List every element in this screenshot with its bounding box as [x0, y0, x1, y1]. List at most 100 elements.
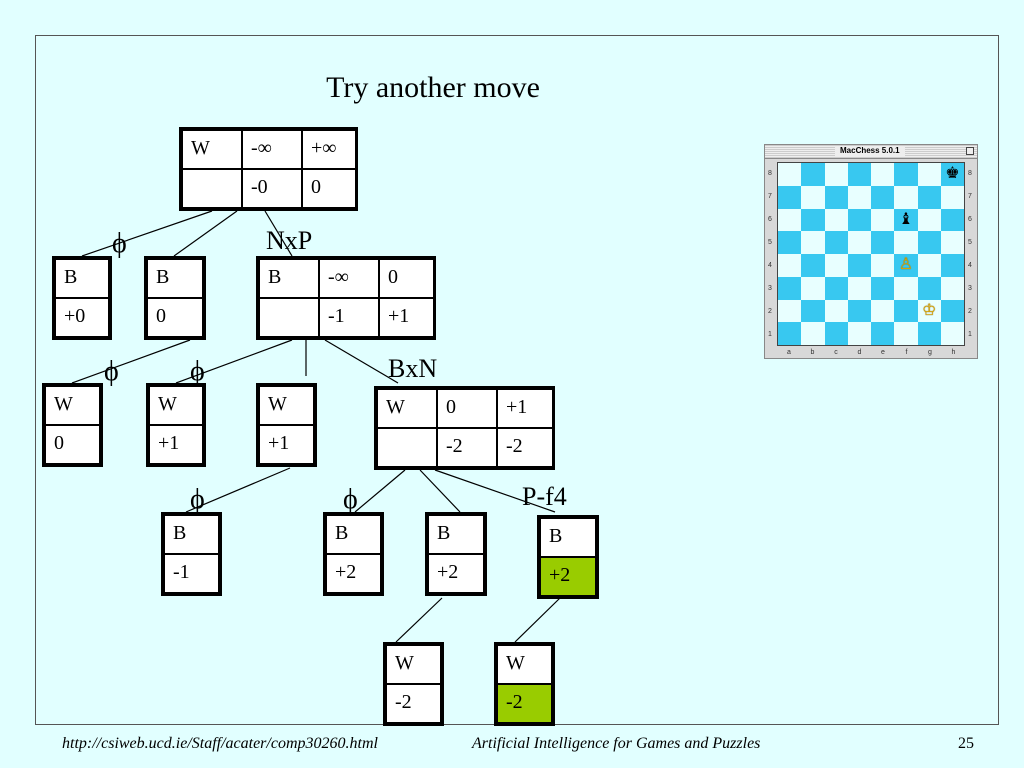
- board-square-f3[interactable]: [894, 276, 918, 300]
- board-square-a5[interactable]: [778, 231, 802, 254]
- board-square-f2[interactable]: [894, 299, 918, 323]
- board-square-e5[interactable]: [871, 231, 895, 254]
- board-square-a2[interactable]: [778, 299, 802, 323]
- board-square-f5[interactable]: [894, 231, 918, 254]
- board-square-h1[interactable]: [940, 322, 964, 345]
- root-alpha: -∞: [242, 130, 302, 169]
- b3-value2: +1: [379, 298, 435, 337]
- board-square-e4[interactable]: [871, 254, 895, 277]
- board-square-e7[interactable]: [871, 185, 895, 209]
- board-square-g5[interactable]: [917, 231, 941, 254]
- edge-root-b1: [81, 210, 213, 257]
- rank-label-7: 7: [768, 193, 772, 200]
- board-square-d3[interactable]: [847, 276, 871, 300]
- w4-alpha: 0: [437, 389, 497, 428]
- macchess-title: MacChess 5.0.1: [835, 146, 905, 156]
- tree-node-b7: B +2: [537, 515, 599, 599]
- edge-label-phi-1: ϕ: [112, 228, 127, 259]
- board-square-a3[interactable]: [778, 276, 802, 300]
- b4-value: -1: [164, 554, 219, 593]
- board-square-c3[interactable]: [824, 276, 848, 300]
- board-square-e6[interactable]: [871, 208, 895, 232]
- board-square-f6[interactable]: ♝: [894, 208, 918, 232]
- board-square-b6[interactable]: [801, 208, 825, 232]
- w1-value: 0: [45, 425, 100, 464]
- board-square-c8[interactable]: [824, 163, 848, 186]
- board-square-h8[interactable]: ♚: [940, 163, 964, 186]
- board-square-g6[interactable]: [917, 208, 941, 232]
- board-square-f1[interactable]: [894, 322, 918, 345]
- board-square-h3[interactable]: [940, 276, 964, 300]
- edge-w4-b5: [354, 469, 406, 513]
- board-square-h2[interactable]: [940, 299, 964, 323]
- board-square-d8[interactable]: [847, 163, 871, 186]
- tree-node-root: W -∞ +∞ -0 0: [179, 127, 358, 211]
- file-label-a: a: [787, 349, 791, 356]
- board-square-d1[interactable]: [847, 322, 871, 345]
- w1-player: W: [45, 386, 100, 425]
- tree-node-w1: W 0: [42, 383, 103, 467]
- board-square-a8[interactable]: [778, 163, 802, 186]
- board-square-h5[interactable]: [940, 231, 964, 254]
- board-square-c5[interactable]: [824, 231, 848, 254]
- file-label-g: g: [928, 349, 932, 356]
- board-square-d7[interactable]: [847, 185, 871, 209]
- board-square-a7[interactable]: [778, 185, 802, 209]
- board-square-f8[interactable]: [894, 163, 918, 186]
- board-square-e2[interactable]: [871, 299, 895, 323]
- board-square-c7[interactable]: [824, 185, 848, 209]
- board-square-f7[interactable]: [894, 185, 918, 209]
- board-square-c6[interactable]: [824, 208, 848, 232]
- board-square-c4[interactable]: [824, 254, 848, 277]
- w2-player: W: [149, 386, 203, 425]
- board-square-e3[interactable]: [871, 276, 895, 300]
- board-square-f4[interactable]: ♙: [894, 254, 918, 277]
- board-square-d2[interactable]: [847, 299, 871, 323]
- rank-label-6: 6: [768, 216, 772, 223]
- rank-label-8: 8: [768, 170, 772, 177]
- board-square-b2[interactable]: [801, 299, 825, 323]
- b1-value: +0: [55, 298, 109, 337]
- board-square-e1[interactable]: [871, 322, 895, 345]
- white-pawn-f4-icon[interactable]: ♙: [898, 256, 914, 274]
- board-square-c2[interactable]: [824, 299, 848, 323]
- board-square-a1[interactable]: [778, 322, 802, 345]
- board-square-h4[interactable]: [940, 254, 964, 277]
- file-label-f: f: [905, 349, 908, 356]
- board-square-a6[interactable]: [778, 208, 802, 232]
- b5-player: B: [326, 515, 381, 554]
- board-square-c1[interactable]: [824, 322, 848, 345]
- board-square-h7[interactable]: [940, 185, 964, 209]
- black-bishop-f6-icon[interactable]: ♝: [898, 210, 914, 228]
- board-square-g2[interactable]: ♔: [917, 299, 941, 323]
- board-square-b7[interactable]: [801, 185, 825, 209]
- w4-value2: -2: [497, 428, 553, 467]
- board-square-b1[interactable]: [801, 322, 825, 345]
- board-square-b4[interactable]: [801, 254, 825, 277]
- board-square-d5[interactable]: [847, 231, 871, 254]
- board-square-g1[interactable]: [917, 322, 941, 345]
- board-square-g8[interactable]: [917, 163, 941, 186]
- tree-node-b4: B -1: [161, 512, 222, 596]
- board-square-b3[interactable]: [801, 276, 825, 300]
- board-square-h6[interactable]: [940, 208, 964, 232]
- tree-node-w6: W -2: [494, 642, 555, 726]
- board-square-g7[interactable]: [917, 185, 941, 209]
- b3-beta: 0: [379, 259, 435, 298]
- board-square-a4[interactable]: [778, 254, 802, 277]
- file-label-e: e: [881, 349, 885, 356]
- tree-node-b1: B +0: [52, 256, 112, 340]
- board-square-d4[interactable]: [847, 254, 871, 277]
- board-square-e8[interactable]: [871, 163, 895, 186]
- board-square-b5[interactable]: [801, 231, 825, 254]
- w3-player: W: [259, 386, 314, 425]
- board-square-d6[interactable]: [847, 208, 871, 232]
- b3-player: B: [259, 259, 319, 298]
- tree-node-b5: B +2: [323, 512, 384, 596]
- white-king-g2-icon[interactable]: ♔: [921, 301, 937, 319]
- board-square-b8[interactable]: [801, 163, 825, 186]
- board-square-g3[interactable]: [917, 276, 941, 300]
- board-square-g4[interactable]: [917, 254, 941, 277]
- black-king-h8-icon[interactable]: ♚: [945, 165, 960, 183]
- page-number: 25: [958, 735, 974, 752]
